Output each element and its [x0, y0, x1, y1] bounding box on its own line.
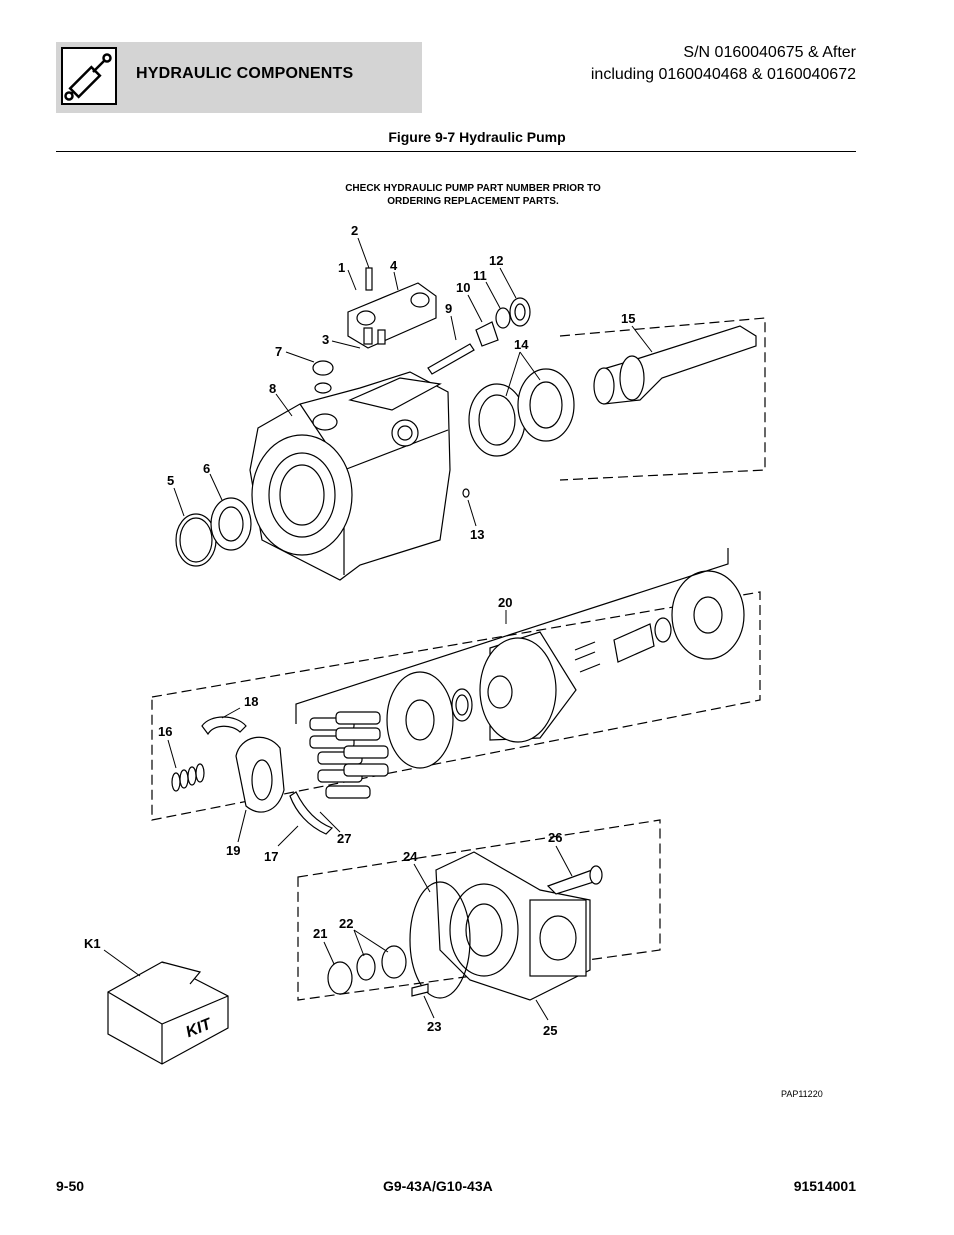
header-divider	[56, 151, 856, 152]
page-number: 9-50	[56, 1178, 85, 1194]
document-number: 91514001	[793, 1178, 856, 1194]
callout-22: 22	[339, 916, 354, 931]
callout-27: 27	[337, 831, 352, 846]
callout-3: 3	[322, 332, 330, 347]
callout-23: 23	[427, 1019, 442, 1034]
callout-24: 24	[403, 849, 418, 864]
serial-line-2: including 0160040468 & 0160040672	[590, 66, 856, 83]
hydraulic-cylinder-icon	[61, 47, 117, 105]
callout-13: 13	[470, 527, 485, 542]
serial-range: S/N 0160040675 & After including 0160040…	[591, 42, 856, 86]
callout-10: 10	[456, 280, 471, 295]
callout-6: 6	[203, 461, 211, 476]
callout-20: 20	[498, 595, 513, 610]
callout-17: 17	[264, 849, 279, 864]
callout-14: 14	[514, 337, 529, 352]
callout-18: 18	[244, 694, 259, 709]
section-header	[56, 42, 422, 113]
callout-15: 15	[621, 311, 636, 326]
callout-25: 25	[543, 1023, 558, 1038]
callout-1: 1	[338, 260, 346, 275]
callout-7: 7	[275, 344, 283, 359]
drawing-id: PAP11220	[781, 1089, 823, 1099]
callout-5: 5	[167, 473, 175, 488]
figure-title: Figure 9-7 Hydraulic Pump	[388, 129, 566, 145]
callout-16: 16	[158, 724, 173, 739]
callout-2: 2	[351, 223, 359, 238]
callout-21: 21	[313, 926, 328, 941]
figure-note: CHECK HYDRAULIC PUMP PART NUMBER PRIOR T…	[300, 182, 646, 208]
serial-line-1: S/N 0160040675 & After	[683, 44, 856, 61]
callout-4: 4	[390, 258, 398, 273]
callout-8: 8	[269, 381, 277, 396]
callout-11: 11	[473, 268, 487, 283]
note-line-2: ORDERING REPLACEMENT PARTS.	[387, 196, 559, 207]
callout-19: 19	[226, 843, 241, 858]
callout-26: 26	[548, 830, 563, 845]
callout-k1: K1	[84, 936, 101, 951]
note-line-1: CHECK HYDRAULIC PUMP PART NUMBER PRIOR T…	[345, 183, 601, 194]
callout-12: 12	[489, 253, 504, 268]
callout-9: 9	[445, 301, 453, 316]
section-title: HYDRAULIC COMPONENTS	[136, 65, 354, 82]
model-number: G9-43A/G10-43A	[383, 1178, 493, 1194]
